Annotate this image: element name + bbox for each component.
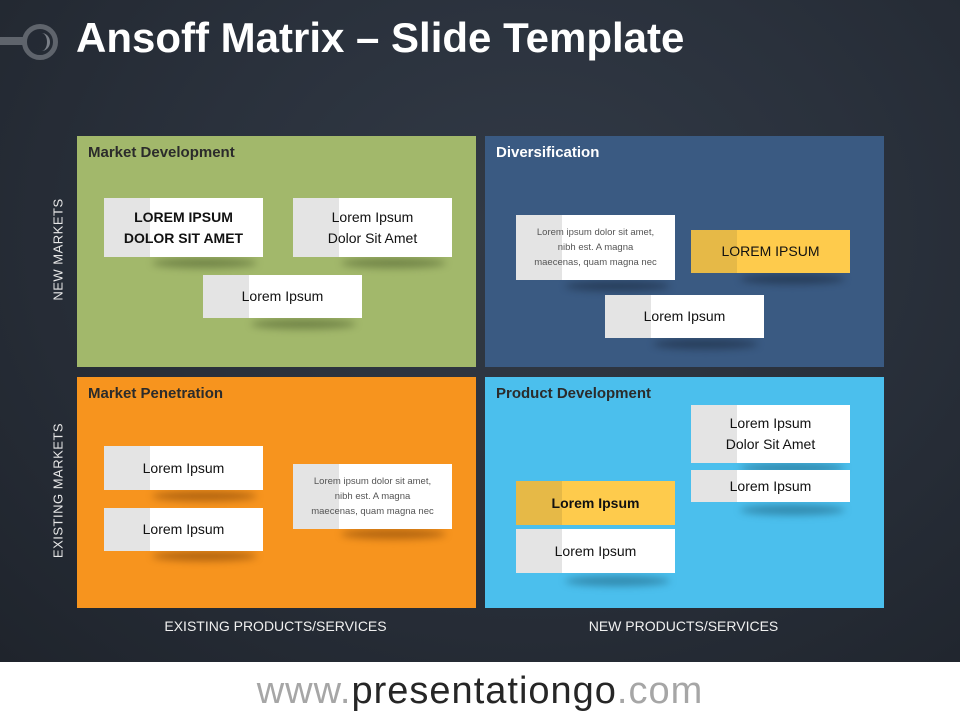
box-text: Lorem Ipsum (729, 477, 812, 494)
title-decoration-stem (0, 37, 26, 45)
box-text: maecenas, quam magna nec (311, 506, 434, 517)
box-text: DOLOR SIT AMET (123, 229, 244, 246)
box-shadow (565, 576, 670, 586)
box-text: Lorem Ipsum (554, 542, 637, 559)
content-box: Lorem ipsum dolor sit amet, nibh est. A … (293, 464, 452, 529)
box-text: nibh est. A magna (557, 242, 634, 253)
content-box: Lorem Ipsum (203, 275, 362, 318)
box-text: Lorem Ipsum (643, 308, 726, 324)
box-shadow (740, 463, 845, 473)
box-shadow (152, 258, 257, 268)
content-box: Lorem Ipsum (104, 446, 263, 490)
box-shadow (152, 551, 257, 561)
box-text: LOREM IPSUM (721, 243, 820, 259)
box-shadow (740, 505, 845, 515)
quadrant-title: Market Penetration (88, 385, 224, 402)
box-text: Dolor Sit Amet (327, 229, 418, 246)
highlight-box: LOREM IPSUM (691, 230, 850, 273)
quadrant-market-penetration: Market Penetration Lorem Ipsum Lorem Ips… (77, 377, 476, 608)
quadrant-title: Product Development (496, 385, 652, 402)
content-box: Lorem Ipsum Dolor Sit Amet (691, 405, 850, 463)
content-box: Lorem ipsum dolor sit amet, nibh est. A … (516, 215, 675, 280)
footer-brand: presentationgo (351, 669, 617, 712)
box-text: Lorem ipsum dolor sit amet, (313, 476, 432, 487)
title-ring-icon (22, 24, 58, 60)
highlight-box: Lorem Ipsum (516, 481, 675, 525)
box-shadow (152, 491, 257, 501)
box-text: Lorem Ipsum (142, 521, 225, 537)
box-text: Lorem Ipsum (142, 459, 225, 476)
box-shadow (565, 281, 670, 291)
axis-label-existing-products: EXISTING PRODUCTS/SERVICES (164, 618, 387, 634)
quadrant-title: Market Development (88, 144, 235, 161)
box-text: nibh est. A magna (334, 491, 411, 502)
content-box: Lorem Ipsum (691, 470, 850, 502)
quadrant-market-development: Market Development LOREM IPSUM DOLOR SIT… (77, 136, 476, 367)
footer-suffix: .com (616, 669, 704, 712)
quadrant-product-development: Product Development Lorem Ipsum Dolor Si… (485, 377, 884, 608)
axis-label-new-products: NEW PRODUCTS/SERVICES (588, 618, 779, 634)
box-text: Lorem ipsum dolor sit amet, (536, 227, 655, 238)
box-text: Lorem Ipsum (241, 288, 324, 304)
axis-label-existing-markets: EXISTING MARKETS (50, 422, 66, 559)
content-box: Lorem Ipsum (605, 295, 764, 338)
box-text: Dolor Sit Amet (725, 436, 816, 452)
content-box: Lorem Ipsum (104, 508, 263, 551)
box-text: maecenas, quam magna nec (534, 257, 657, 268)
content-box: Lorem Ipsum Dolor Sit Amet (293, 198, 452, 257)
box-shadow (740, 274, 845, 284)
box-text: Lorem Ipsum (729, 415, 812, 431)
axis-label-new-markets: NEW MARKETS (50, 198, 66, 301)
slide: Ansoff Matrix – Slide Template NEW MARKE… (0, 0, 960, 662)
box-shadow (251, 319, 356, 329)
box-text: Lorem Ipsum (331, 208, 414, 225)
box-text: Lorem Ipsum (551, 494, 640, 511)
quadrant-title: Diversification (496, 144, 600, 161)
footer-prefix: www. (256, 669, 352, 712)
box-shadow (653, 339, 758, 349)
page-title: Ansoff Matrix – Slide Template (76, 14, 685, 61)
box-text: LOREM IPSUM (134, 208, 233, 225)
quadrant-diversification: Diversification Lorem ipsum dolor sit am… (485, 136, 884, 367)
box-shadow (341, 258, 446, 268)
box-shadow (341, 529, 446, 539)
content-box: Lorem Ipsum (516, 529, 675, 573)
footer-url[interactable]: www.presentationgo.com (0, 662, 960, 720)
content-box: LOREM IPSUM DOLOR SIT AMET (104, 198, 263, 257)
